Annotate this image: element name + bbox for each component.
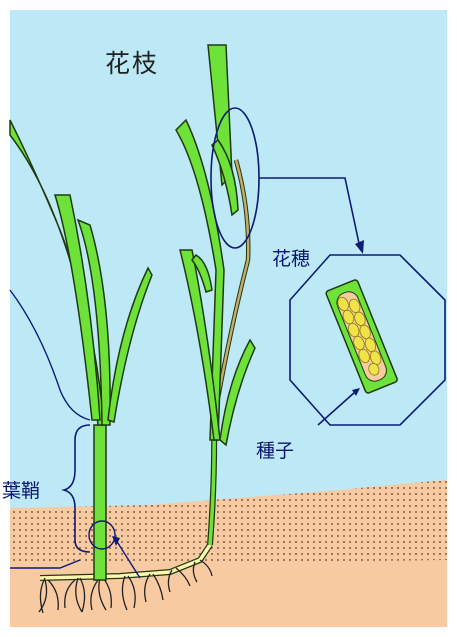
sheath-label: 葉鞘 — [2, 476, 40, 503]
seed-label: 種子 — [256, 436, 294, 463]
diagram-title: 花枝 — [105, 44, 159, 80]
spike-label: 花穂 — [272, 244, 310, 271]
left-plant-stem — [94, 425, 106, 580]
